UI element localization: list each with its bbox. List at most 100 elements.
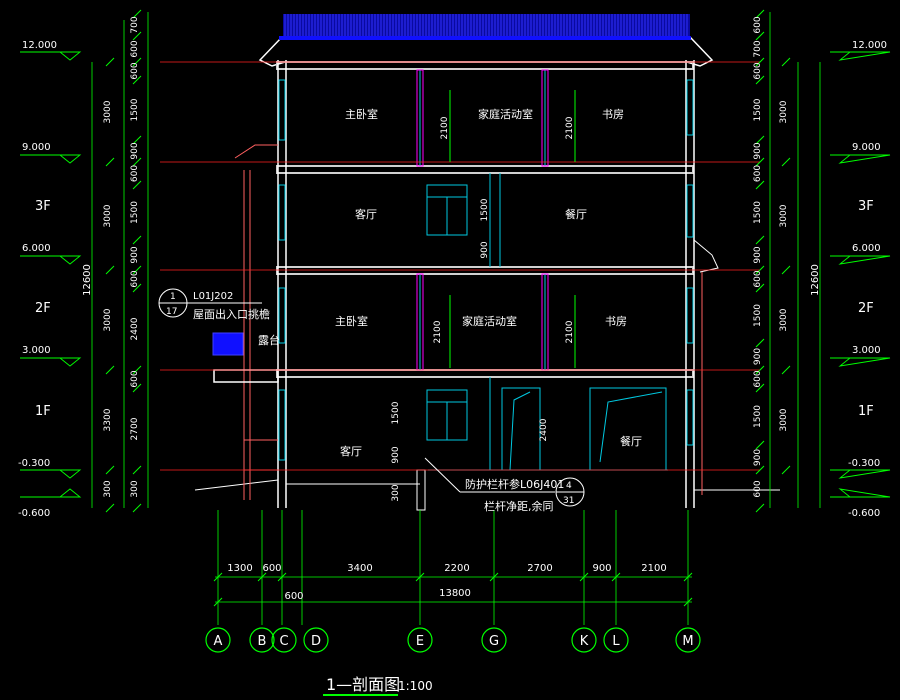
- right-window-2f: [686, 184, 694, 238]
- win-dim-gf-900: 900: [391, 446, 401, 463]
- slab-1f: [276, 369, 694, 378]
- right-inner-dim-1: 700: [753, 40, 763, 57]
- left-inner-dim-7: 900: [130, 246, 140, 263]
- annotations: 1 17 L01J202 屋面出入口挑檐 露台 防护栏杆参L06J401 4 3…: [158, 288, 585, 513]
- right-inner-dim-0: 600: [753, 16, 763, 33]
- room-1f-master: 主卧室: [335, 314, 368, 328]
- drawing-title: 1—剖面图 1:100: [323, 675, 433, 696]
- right-canopy: [693, 239, 719, 273]
- axis-label-A: A: [214, 634, 223, 649]
- room-labels: 主卧室 家庭活动室 书房 客厅 餐厅 主卧室 家庭活动室 书房 客厅 餐厅: [335, 107, 642, 458]
- level-labels-right: 12.000 9.000 6.000 3.000 -0.300 -0.600: [848, 40, 887, 519]
- bottom-dim-5: 900: [592, 563, 611, 574]
- right-inner-dim-7: 900: [753, 246, 763, 263]
- ref1-top: 1: [170, 292, 176, 302]
- level-markers: [20, 51, 891, 498]
- left-inner-dim-6: 1500: [130, 201, 140, 224]
- ref2-bottom: 31: [563, 496, 574, 506]
- floor-left-1f: 1F: [35, 404, 51, 419]
- left-window-gf: [278, 389, 286, 461]
- total-height-right: 12600: [810, 264, 821, 296]
- axis-bubble-E: E: [407, 627, 433, 653]
- window-2f: [426, 184, 468, 236]
- right-inner-dim-tick-13: [755, 440, 765, 450]
- left-inner-dim-9: 2400: [130, 317, 140, 340]
- bottom-dim-4: 2700: [527, 563, 552, 574]
- level-right-1: 9.000: [852, 142, 881, 153]
- left-window-1f: [278, 287, 286, 344]
- title-main: 1—剖面图: [326, 675, 400, 694]
- door-dim-labels: 2100 2100 2100 2100: [433, 90, 576, 368]
- left-inner-dim-tick-0: [132, 9, 142, 19]
- axis-label-L: L: [612, 634, 620, 649]
- level-left-3: 3.000: [22, 345, 51, 356]
- bottom-dim-extra: 600: [284, 591, 303, 602]
- left-outer-dim-tick-4: [105, 465, 115, 475]
- level-right-2: 6.000: [852, 243, 881, 254]
- roof-parapet: [279, 36, 691, 40]
- bottom-tick-4: [489, 572, 499, 582]
- bottom-tick-7: [683, 572, 693, 582]
- level-left-4: -0.300: [18, 458, 50, 469]
- right-window-1f: [686, 287, 694, 344]
- win-dim-gf-1500: 1500: [391, 401, 401, 424]
- axis-bubble-A: A: [205, 627, 231, 653]
- door-dim-3f-k: 2100: [565, 116, 575, 139]
- terrace-label: 露台: [258, 333, 280, 347]
- dimension-ticks: [105, 9, 791, 607]
- left-inner-dim-1: 600: [130, 40, 140, 57]
- right-inner-dim-tick-9: [755, 283, 765, 293]
- left-inner-dim-10: 600: [130, 370, 140, 387]
- bottom-dim-6: 2100: [641, 563, 666, 574]
- axis-label-B: B: [258, 634, 267, 649]
- axis-label-E: E: [416, 634, 424, 649]
- right-outer-dim-tick-4: [781, 465, 791, 475]
- room-3f-family: 家庭活动室: [478, 107, 533, 121]
- title-scale: 1:100: [398, 679, 433, 693]
- right-inner-dim-12: 1500: [753, 405, 763, 428]
- right-inner-dim-tick-5: [755, 157, 765, 167]
- floor-left-3f: 3F: [35, 199, 51, 214]
- right-window-3f: [686, 79, 694, 136]
- door-3f-k: [541, 69, 549, 167]
- roof-exit-label: 屋面出入口挑檐: [193, 307, 270, 321]
- left-inner-dim-3: 1500: [130, 98, 140, 121]
- right-outer-dim-0: 3000: [779, 100, 789, 123]
- right-inner-dim-tick-6: [755, 180, 765, 190]
- right-outer-dim-tick-2: [781, 265, 791, 275]
- left-inner-dim-tick-5: [132, 157, 142, 167]
- level-left-2: 6.000: [22, 243, 51, 254]
- railing-note: 栏杆净距,余同: [484, 499, 554, 513]
- door-dim-1f-e: 2100: [433, 320, 443, 343]
- axis-bubble-B: B: [249, 627, 275, 653]
- right-inner-dim-8: 600: [753, 270, 763, 287]
- right-inner-dim-2: 600: [753, 62, 763, 79]
- right-inner-dim-tick-15: [755, 503, 765, 513]
- axis-label-M: M: [682, 634, 693, 649]
- left-outer-dim-4: 300: [103, 480, 113, 497]
- right-outer-dim-tick-3: [781, 365, 791, 375]
- building-structure: [194, 36, 780, 511]
- room-gf-living: 客厅: [340, 444, 362, 458]
- right-inner-dim-3: 1500: [753, 98, 763, 121]
- window-dim-labels: 1500 900 1500 900 2400 300: [391, 198, 549, 501]
- left-annex: [234, 144, 278, 500]
- room-3f-study: 书房: [602, 108, 624, 121]
- room-2f-dining: 餐厅: [565, 207, 587, 221]
- ref1-bottom: 17: [166, 307, 177, 317]
- right-inner-dim-tick-1: [755, 31, 765, 41]
- ref1-code: L01J202: [193, 291, 233, 302]
- bottom-tick-3: [415, 572, 425, 582]
- left-inner-dim-tick-4: [132, 135, 142, 145]
- bottom-tick-1: [257, 572, 267, 582]
- left-outer-dim-2: 3000: [103, 308, 113, 331]
- left-inner-dim-4: 900: [130, 142, 140, 159]
- right-inner-dim-tick-11: [755, 365, 765, 375]
- right-outer-dim-2: 3000: [779, 308, 789, 331]
- floor-right-1f: 1F: [858, 404, 874, 419]
- bottom-dim-1: 600: [262, 563, 281, 574]
- left-outer-dim-1: 3000: [103, 204, 113, 227]
- right-inner-dim-tick-3: [755, 75, 765, 85]
